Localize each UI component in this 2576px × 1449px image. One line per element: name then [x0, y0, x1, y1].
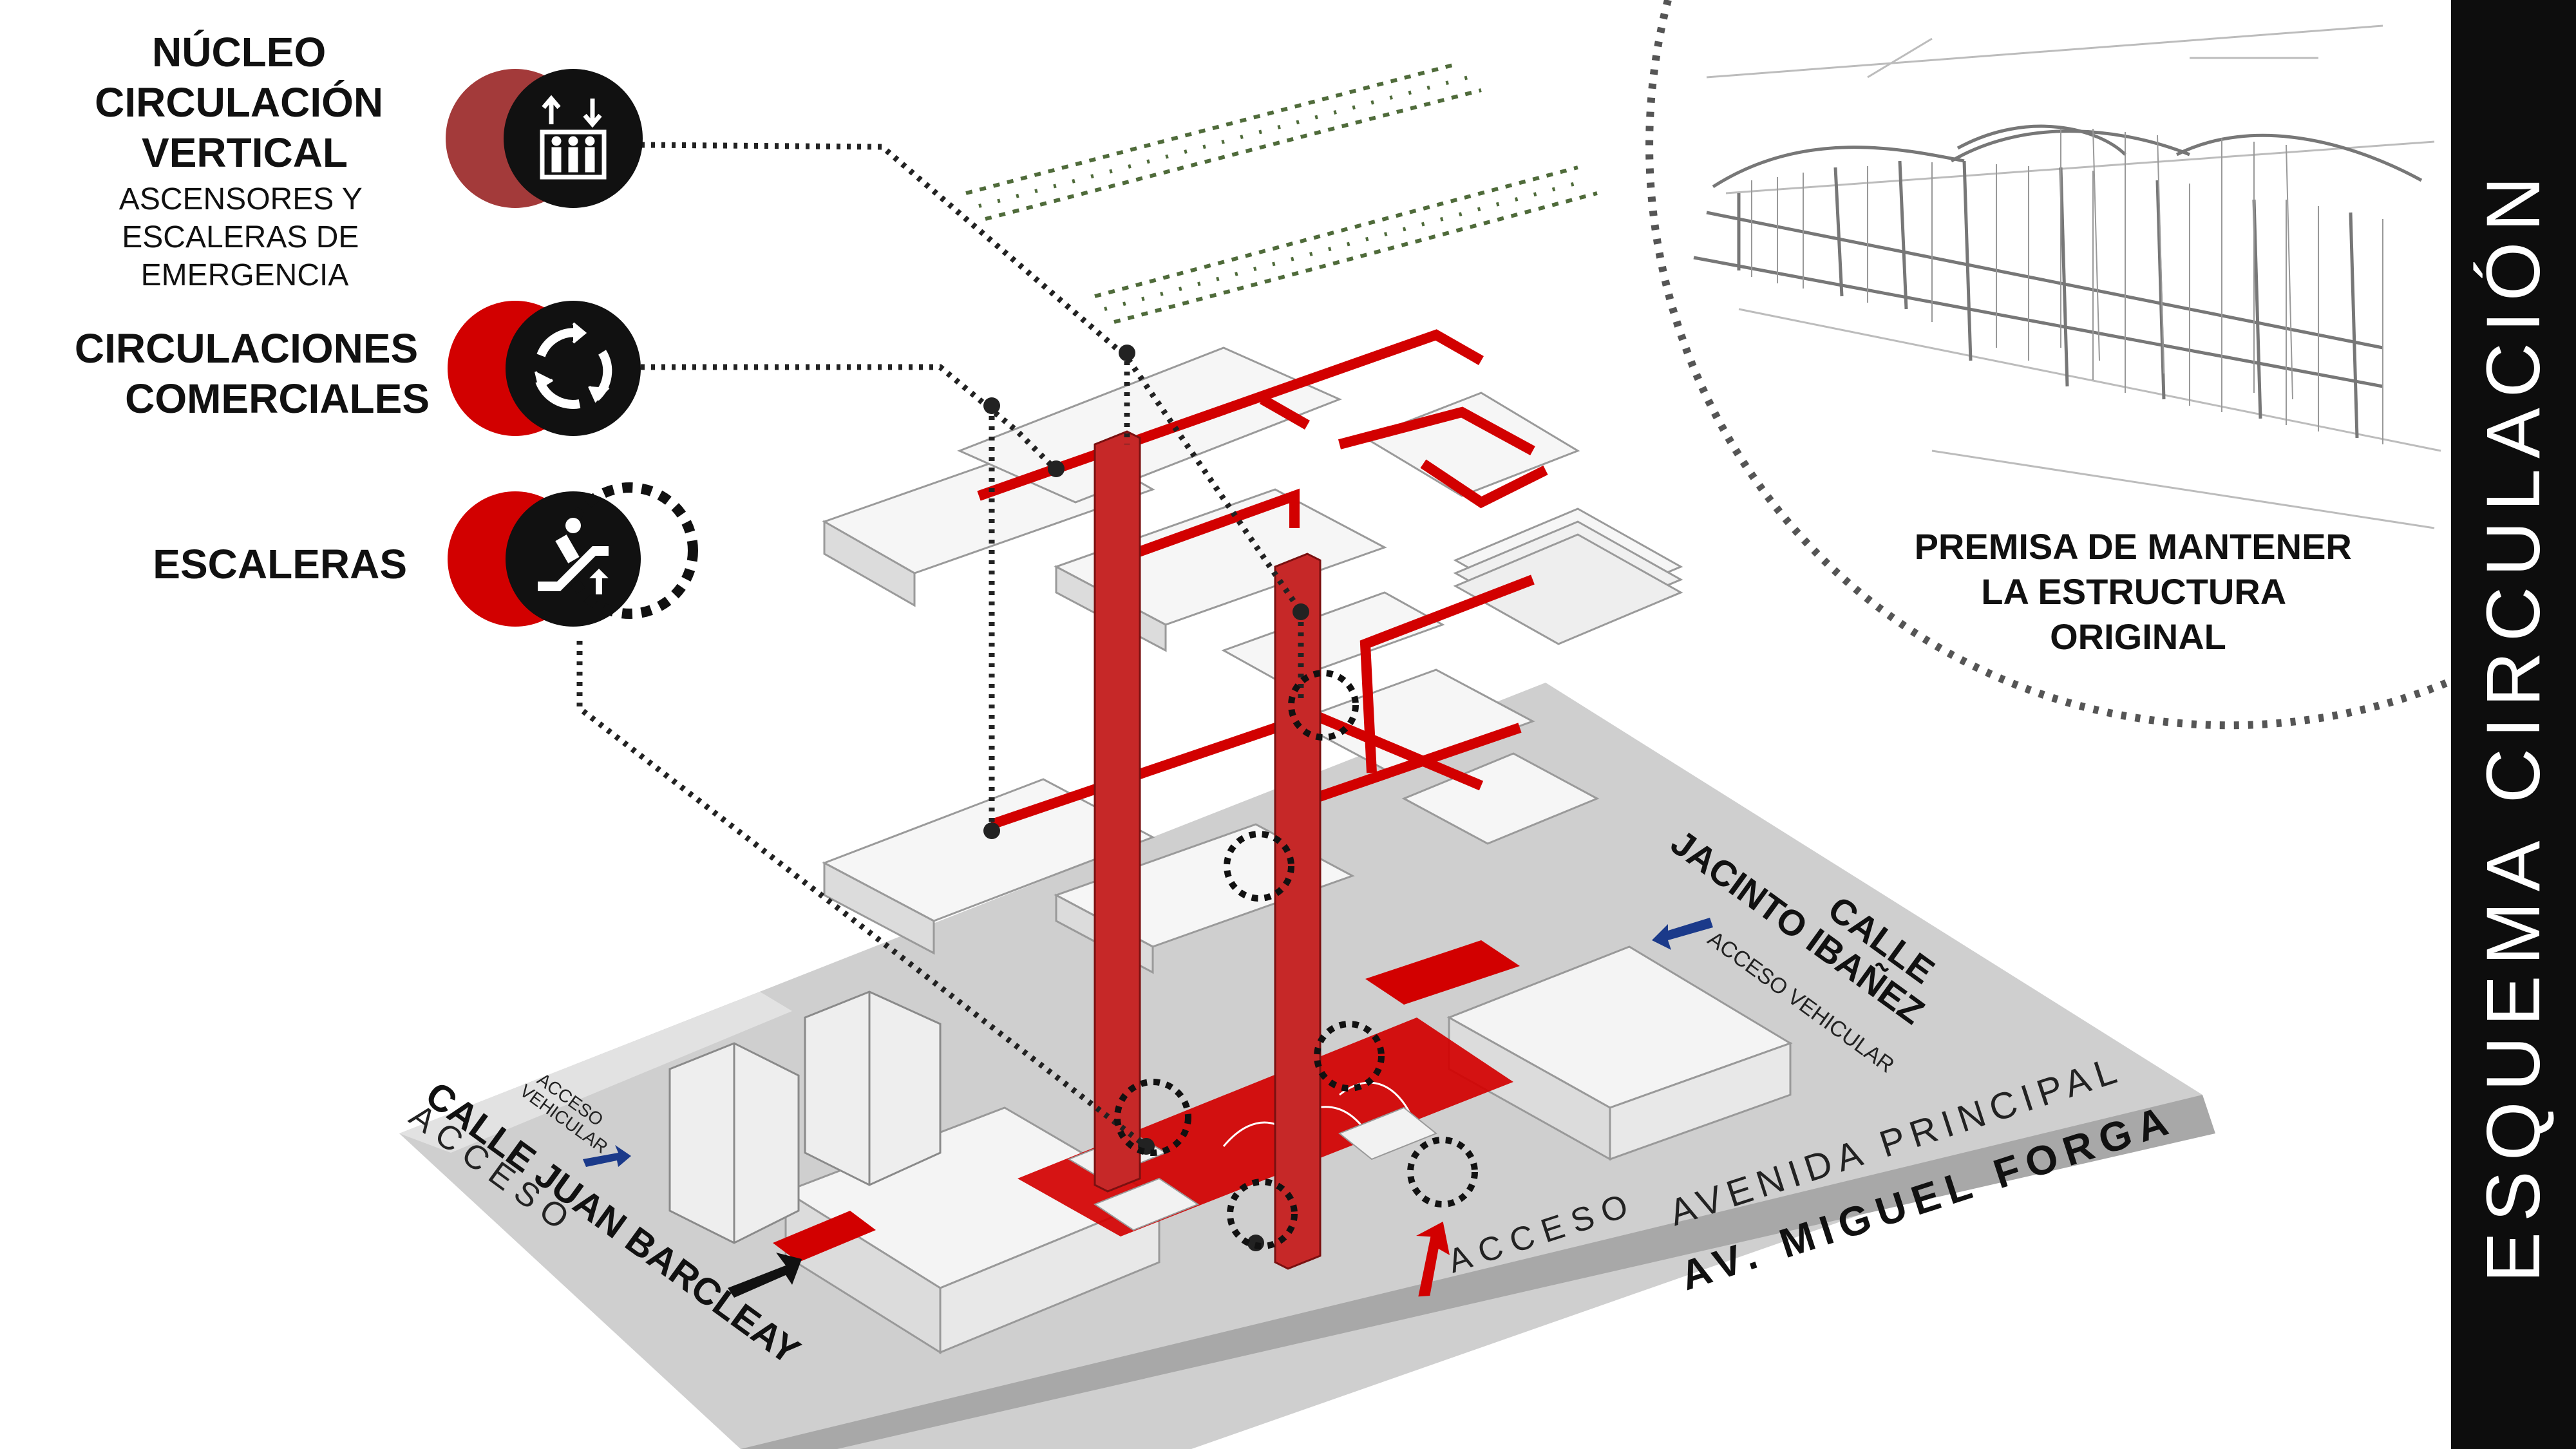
svg-text:CIRCULACIONES COMERCIA: CIRCULACIONES COMERCIALES — [75, 325, 430, 422]
circular-arrows-icon — [535, 322, 612, 409]
elevator-icon — [540, 95, 607, 180]
circulation-diagram: PREMISA DE MANTENER LA ESTRUCTURA ORIGIN… — [75, 0, 2449, 1449]
access-arrows — [583, 918, 1713, 1298]
svg-text:ESCALERAS: ESCALERAS — [153, 541, 407, 587]
inset-dashed-boundary — [1645, 0, 2449, 730]
legend-item-comerciales: CIRCULACIONES COMERCIALES — [75, 301, 641, 436]
inset-caption-line-2: LA ESTRUCTURA — [1981, 571, 2285, 612]
inset-caption-line-1: PREMISA DE MANTENER — [1915, 526, 2352, 567]
inset-grid-lines — [1706, 24, 2441, 529]
structure-inset: PREMISA DE MANTENER LA ESTRUCTURA ORIGIN… — [1645, 0, 2449, 730]
legend-item-nucleo: NÚCLEO CIRCULACIÓN VERTICAL ASCENSORES Y… — [95, 29, 643, 292]
leader-dots — [983, 345, 1309, 1251]
vehicular-arrow-left — [583, 1145, 631, 1167]
legend: NÚCLEO CIRCULACIÓN VERTICAL ASCENSORES Y… — [75, 29, 698, 627]
legend-nucleo-title-3: VERTICAL — [142, 129, 348, 176]
svg-text:NÚCLEO CIRCULACIÓN: NÚCLEO CIRCULACIÓN VERTICAL — [95, 29, 395, 176]
legend-comerciales-title-2: COMERCIALES — [125, 375, 430, 422]
access-arrow-black — [728, 1253, 802, 1298]
legend-nucleo-title-2: CIRCULACIÓN — [95, 79, 383, 126]
legend-nucleo-title-1: NÚCLEO — [152, 29, 326, 75]
legend-nucleo-sub-3: EMERGENCIA — [141, 258, 349, 292]
escalator-markers — [1114, 670, 1478, 1249]
svg-text:ASCENSORES Y ESCALERAS: ASCENSORES Y ESCALERAS DE EMERGENCIA — [119, 182, 370, 292]
legend-item-escaleras: ESCALERAS — [153, 482, 698, 627]
inset-caption-line-3: ORIGINAL — [2050, 616, 2226, 657]
access-arrow-red — [1416, 1221, 1450, 1297]
inset-caption: PREMISA DE MANTENER LA ESTRUCTURA ORIGIN… — [1915, 526, 2362, 657]
legend-nucleo-sub-2: ESCALERAS DE — [122, 220, 359, 254]
avenue-road — [741, 1095, 2215, 1449]
side-title-bar: ESQUEMA CIRCULACIÓN — [2451, 0, 2576, 1449]
diagram-title: ESQUEMA CIRCULACIÓN — [2471, 166, 2556, 1283]
ground-circulation — [1018, 1018, 1513, 1236]
legend-nucleo-sub-1: ASCENSORES Y — [119, 182, 362, 216]
escalator-icon — [538, 518, 609, 594]
original-structure-frames — [1693, 124, 2423, 439]
leader-lines — [576, 142, 1304, 1149]
residential-towers — [668, 990, 942, 1244]
green-roof-panels — [965, 62, 1598, 324]
vehicular-arrow-right — [1652, 918, 1713, 950]
legend-comerciales-title-1: CIRCULACIONES — [75, 325, 418, 372]
legend-escaleras-title-1: ESCALERAS — [153, 541, 407, 587]
